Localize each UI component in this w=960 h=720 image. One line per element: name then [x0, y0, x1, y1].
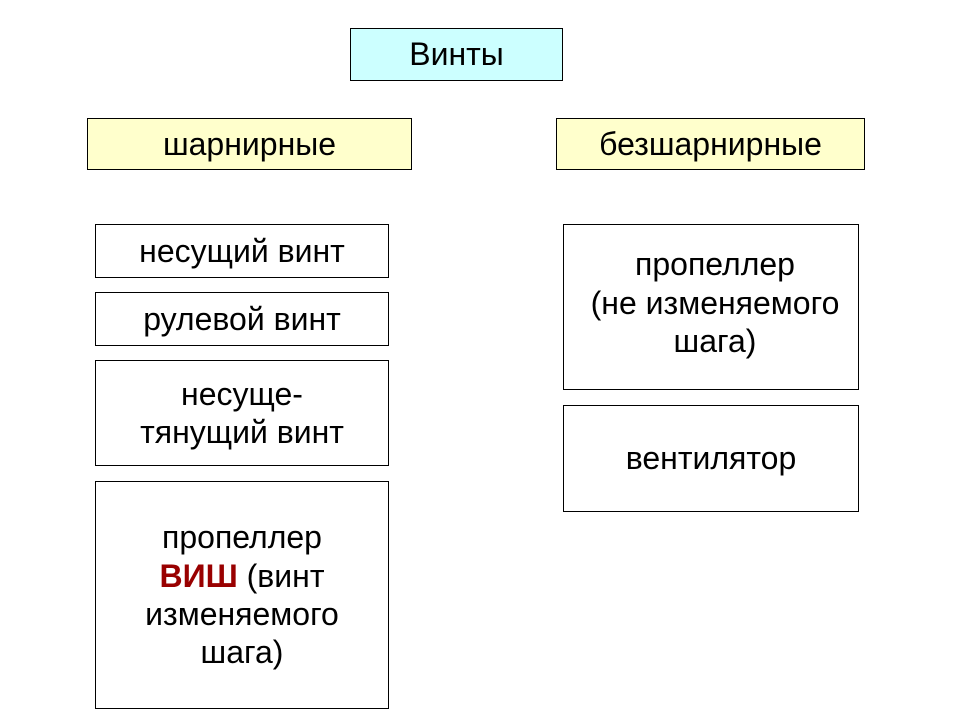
category-hinged: шарнирные: [87, 118, 412, 170]
item-line-rest: (винт: [237, 557, 325, 594]
hingeless-item-fan: вентилятор: [563, 405, 859, 512]
item-text: несуще- тянущий винт: [140, 375, 344, 452]
item-line: пропеллер: [635, 246, 795, 283]
item-line: рулевой винт: [143, 300, 341, 337]
root-node-label: Винты: [409, 36, 504, 73]
hinged-item-variable-pitch-propeller: пропеллер ВИШ (винт изменяемого шага): [95, 481, 389, 709]
item-text: пропеллер ВИШ (винт изменяемого шага): [145, 518, 339, 672]
category-hinged-label: шарнирные: [162, 125, 337, 162]
root-node-screws: Винты: [350, 28, 563, 81]
vish-abbreviation: ВИШ: [159, 557, 238, 594]
hinged-item-main-rotor: несущий винт: [95, 224, 389, 278]
item-line: пропеллер: [162, 519, 322, 556]
item-text: пропеллер (не изменяемого шага): [591, 245, 840, 360]
item-line: тянущий винт: [140, 414, 344, 450]
hingeless-item-fixed-pitch-propeller: пропеллер (не изменяемого шага): [563, 224, 859, 390]
item-line: шага): [673, 323, 757, 360]
item-line: несуще-: [181, 375, 303, 412]
hinged-item-tail-rotor: рулевой винт: [95, 292, 389, 346]
item-line: изменяемого: [145, 596, 339, 632]
item-line: несущий винт: [139, 232, 345, 269]
item-line: шага): [200, 634, 284, 671]
category-hingeless: безшарнирные: [556, 118, 865, 170]
item-line: (не изменяемого: [590, 284, 840, 321]
item-line: вентилятор: [625, 440, 797, 477]
hinged-item-lift-pull-rotor: несуще- тянущий винт: [95, 360, 389, 466]
category-hingeless-label: безшарнирные: [599, 125, 822, 162]
item-line-accent: ВИШ (винт: [145, 557, 339, 595]
